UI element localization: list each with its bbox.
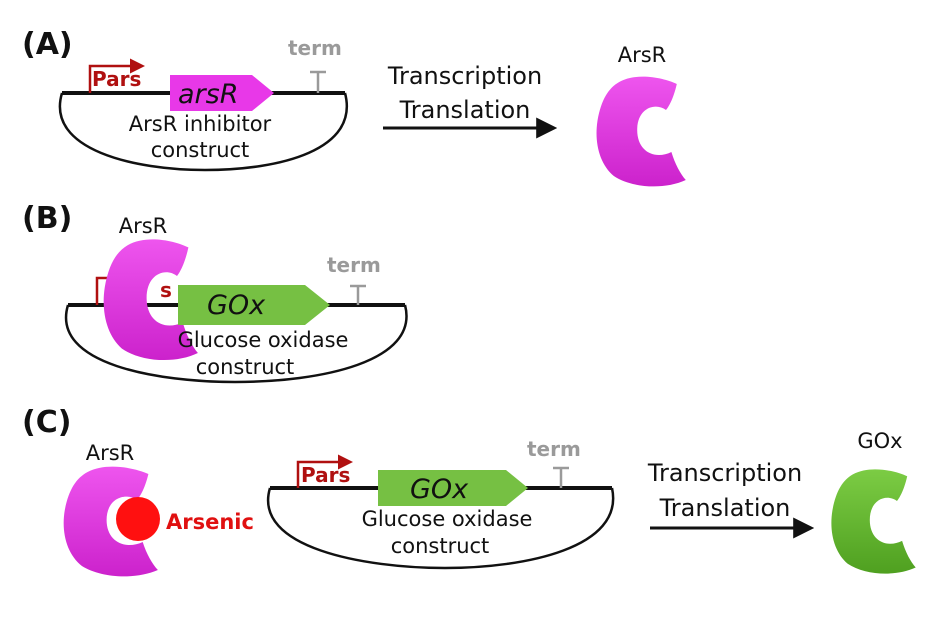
repressor-b-label: ArsR (119, 214, 168, 238)
product-a: ArsR (596, 43, 686, 187)
construct-c-line2: construct (391, 534, 490, 558)
gene-gox-b-block (178, 285, 330, 325)
construct-a-line2: construct (151, 138, 250, 162)
gene-arsr: arsR (170, 75, 274, 111)
gene-arsr-label: arsR (178, 79, 238, 110)
terminator-b: term (327, 253, 381, 305)
arsenic-icon (116, 497, 160, 541)
promoter-b-label: s (160, 278, 172, 302)
terminator-b-label: term (327, 253, 381, 277)
product-c-label: GOx (857, 429, 902, 453)
construct-b-line1: Glucose oxidase (178, 328, 349, 352)
promoter-c-label: Pars (301, 463, 350, 487)
promoter-a-label: Pars (92, 67, 141, 91)
arrow-a: Transcription Translation (383, 62, 558, 139)
promoter-a: Pars (88, 58, 145, 93)
gene-arsr-block (170, 75, 274, 111)
terminator-a: term (288, 36, 342, 93)
gene-gox-b: GOx (178, 285, 330, 325)
panel-a-label: (A) (22, 27, 73, 62)
terminator-c-label: term (527, 437, 581, 461)
arrow-c: Transcription Translation (647, 459, 815, 539)
plasmid-b-backbone (64, 304, 408, 384)
promoter-a-arrow-icon (88, 58, 145, 93)
terminator-c: term (527, 437, 581, 488)
promoter-c-arrow-icon (296, 454, 353, 488)
product-c: GOx (831, 429, 916, 574)
construct-a-line1: ArsR inhibitor (129, 112, 272, 136)
arsr-protein-icon (596, 76, 686, 187)
repressor-c-label: ArsR (86, 441, 135, 465)
terminator-c-icon (553, 466, 569, 488)
gox-protein-icon (831, 469, 916, 574)
promoter-c: Pars (296, 454, 353, 488)
terminator-a-label: term (288, 36, 342, 60)
construct-b-line2: construct (196, 355, 295, 379)
gene-gox-c: GOx (378, 470, 528, 506)
panel-a: (A) Pars arsR term ArsR inhibitor constr… (22, 27, 686, 187)
terminator-a-icon (310, 70, 326, 93)
panel-c: (C) ArsR Arsenic Pars GOx term Glucose o… (22, 405, 916, 577)
arrow-a-line1: Transcription (387, 62, 542, 90)
arrow-c-line2: Translation (659, 494, 791, 522)
arrow-c-line1: Transcription (647, 459, 802, 487)
gene-gox-b-label: GOx (207, 290, 266, 321)
product-a-label: ArsR (618, 43, 667, 67)
panel-c-label: (C) (22, 405, 71, 440)
construct-c-line1: Glucose oxidase (362, 507, 533, 531)
gene-gox-c-label: GOx (410, 474, 469, 505)
plasmid-a-backbone (58, 92, 349, 172)
panel-b: (B) ArsR s GOx term Glucose oxidase cons… (22, 201, 408, 384)
arsenic-label: Arsenic (166, 510, 254, 534)
arrow-a-line2: Translation (399, 96, 531, 124)
panel-b-label: (B) (22, 201, 72, 236)
gene-gox-c-block (378, 470, 528, 506)
plasmid-c-backbone (266, 487, 615, 570)
terminator-b-icon (350, 284, 366, 305)
